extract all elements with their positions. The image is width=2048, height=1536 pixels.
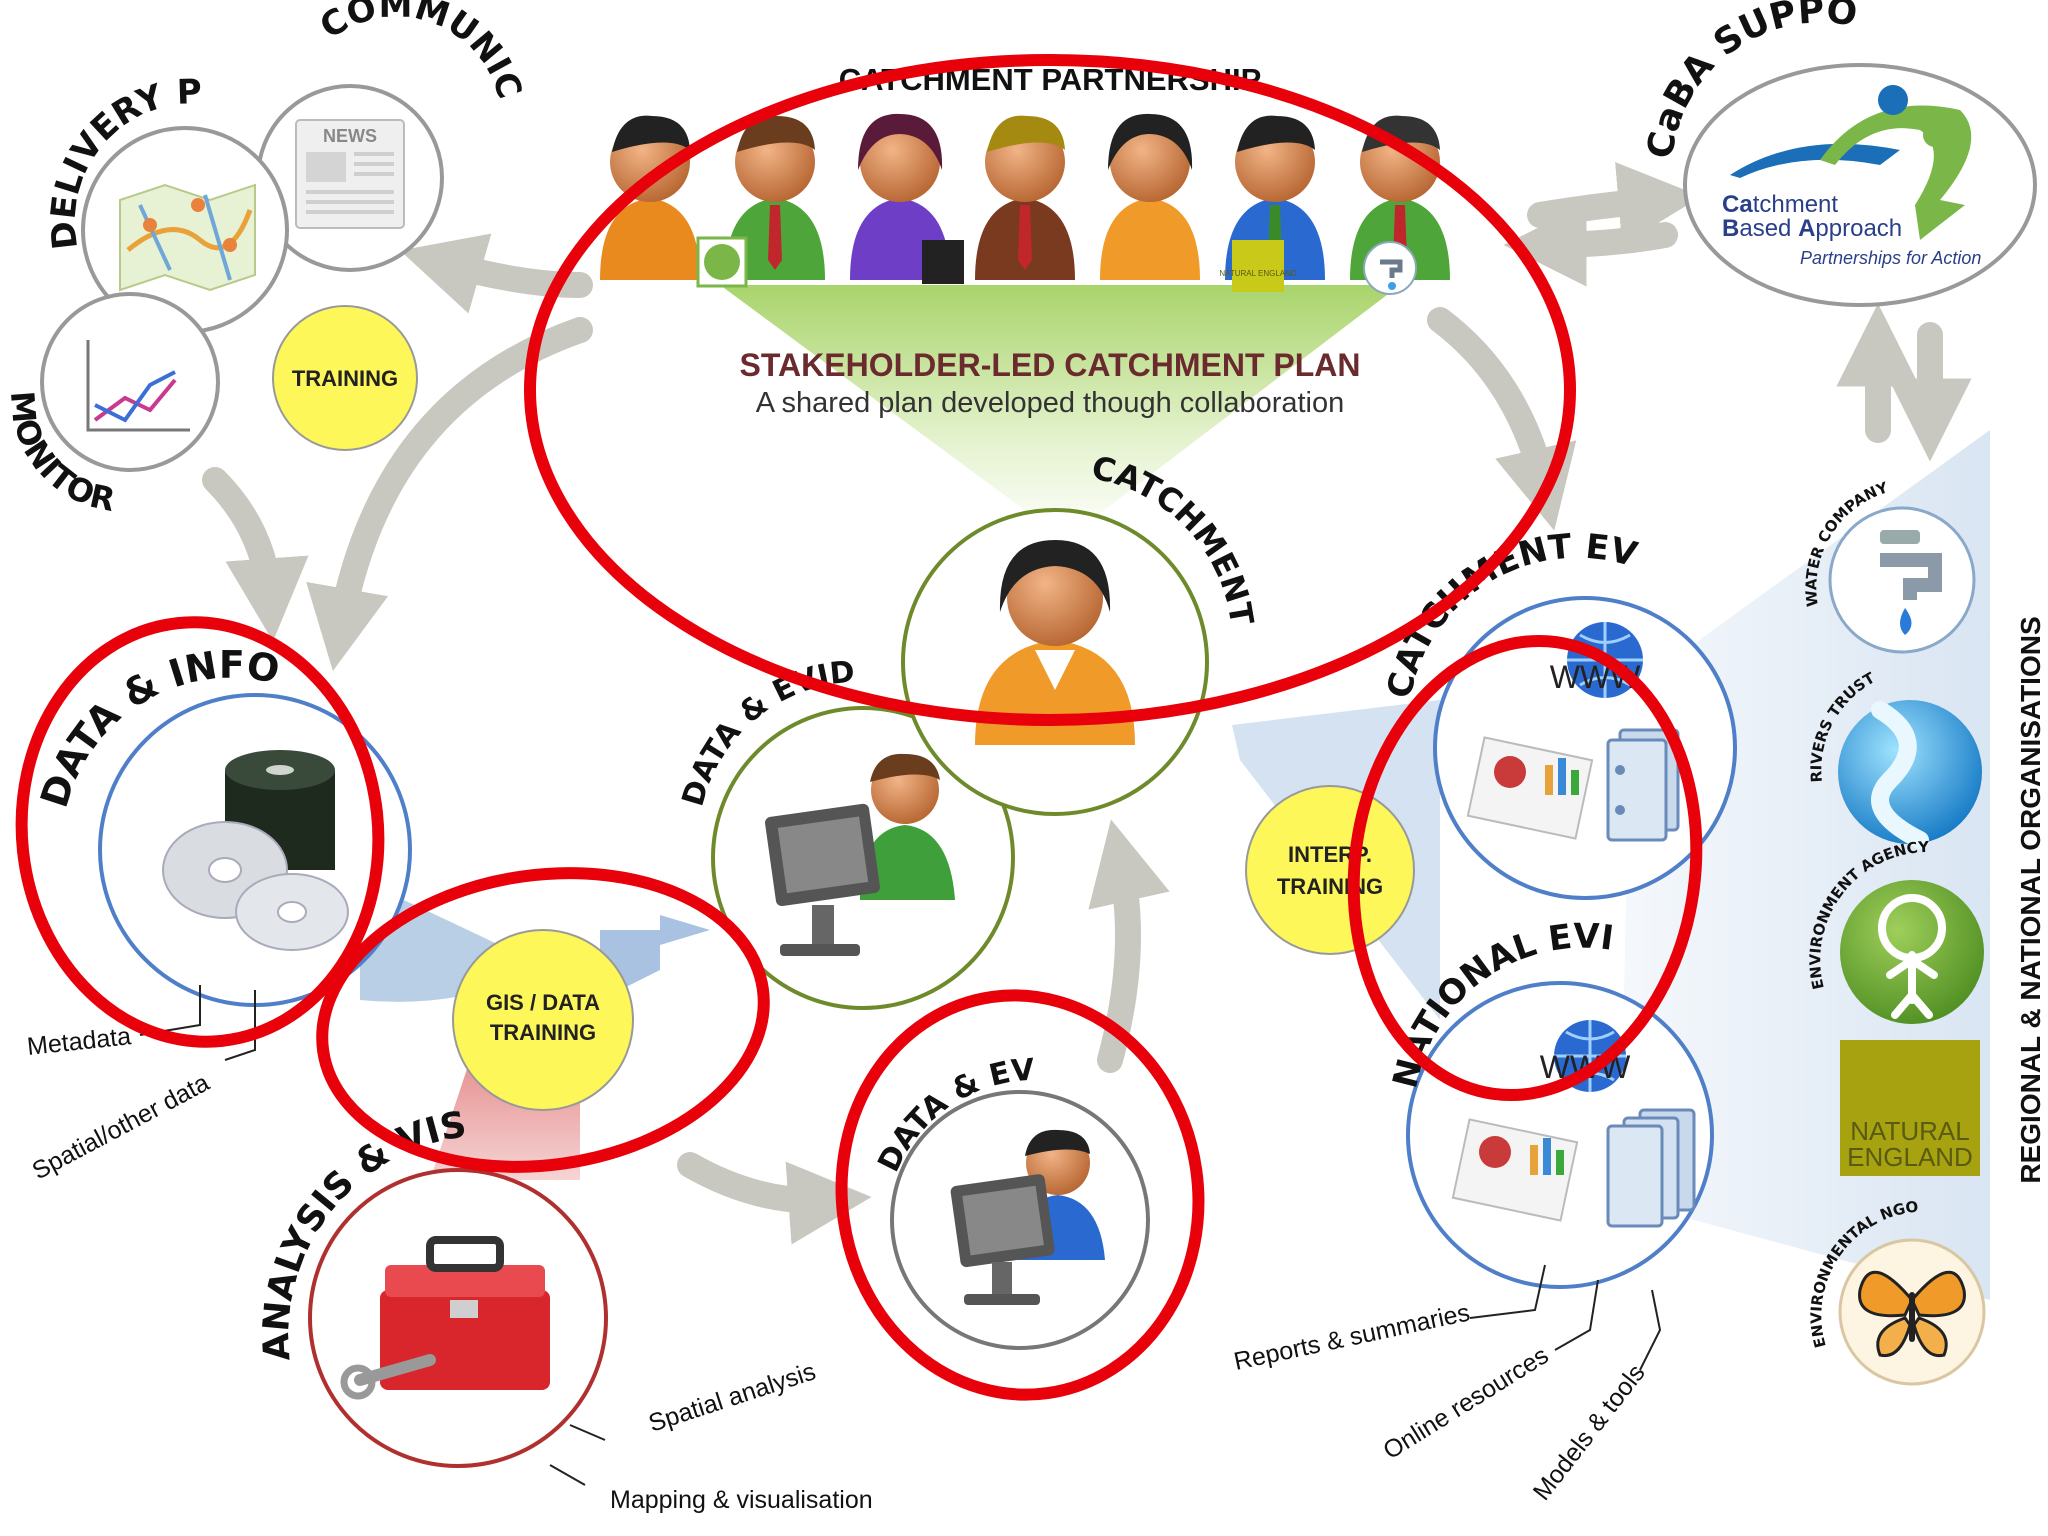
caba-logo-tagline: Partnerships for Action <box>1800 248 1981 268</box>
binder-icon <box>1606 728 1680 842</box>
data-evidence-node[interactable] <box>711 706 1015 1010</box>
caba-logo-icon <box>1730 85 1972 240</box>
highlight-evidence <box>1347 634 1703 1102</box>
caba-support-node[interactable]: Catchment Based Approach Partnerships fo… <box>1683 63 2037 307</box>
plan-subtitle: A shared plan developed though collabora… <box>756 387 1345 419</box>
highlight-data-info <box>15 616 385 1048</box>
plan-title: STAKEHOLDER-LED CATCHMENT PLAN <box>740 347 1361 383</box>
callout-spatial-other-data: Spatial/other data <box>28 1069 214 1186</box>
arrow-plan-to-caba <box>1527 162 1702 245</box>
interp-training-line2: TRAINING <box>1277 874 1383 899</box>
arrow-analysis-to-dataev <box>677 1152 872 1245</box>
callout-mapping: Mapping & visualisation <box>610 1486 873 1514</box>
callout-metadata: Metadata <box>26 1022 133 1061</box>
wildlife-trust-badge <box>922 240 964 284</box>
caba-logo-line2: Based Approach <box>1722 215 1902 242</box>
computer-user-icon <box>950 1129 1105 1305</box>
callout-online-resources: Online resources <box>1378 1341 1553 1465</box>
person-icon <box>975 115 1075 280</box>
monitor-node[interactable] <box>40 292 220 472</box>
natural-england-badge-text: NATURAL ENGLAND <box>1219 269 1297 278</box>
highlight-gis-training <box>316 867 770 1173</box>
disc-stack-icon <box>162 750 349 951</box>
callout-models-tools: Models & tools <box>1528 1359 1651 1505</box>
partner-people: NATURAL ENGLAND <box>600 113 1450 295</box>
water-tap-icon <box>1880 530 1942 635</box>
toolbox-icon <box>340 1236 550 1400</box>
national-evidence-node[interactable]: WWW <box>1406 981 1714 1289</box>
report-icon <box>1451 1118 1579 1222</box>
organisations-side-label: REGIONAL & NATIONAL ORGANISATIONS <box>2015 616 2046 1183</box>
plan-funnel <box>720 285 1400 540</box>
map-icon <box>119 183 256 292</box>
gis-training-line2: TRAINING <box>490 1020 596 1045</box>
gis-data-training-badge[interactable]: GIS / DATA TRAINING <box>452 929 634 1111</box>
computer-user-icon <box>765 753 955 956</box>
report-icon <box>1466 736 1594 840</box>
arrow-monitor-to-data <box>202 467 309 642</box>
arrow-caba-to-plan <box>1503 203 1678 287</box>
catchment-evidence-node[interactable]: WWW <box>1433 596 1737 900</box>
analysis-visualisation-node[interactable] <box>308 1168 608 1468</box>
environment-agency-org[interactable] <box>1840 880 1984 1024</box>
natural-england-line1: NATURAL <box>1850 1116 1969 1146</box>
band-gis-to-dataevide <box>600 915 710 1000</box>
environment-agency-badge <box>696 236 748 288</box>
gis-training-line1: GIS / DATA <box>486 990 600 1015</box>
butterfly-icon <box>1858 1270 1966 1358</box>
water-company-org[interactable] <box>1828 506 1976 654</box>
callout-reports: Reports & summaries <box>1231 1299 1472 1376</box>
data-evidence-local-node[interactable] <box>890 1090 1150 1350</box>
catchment-node[interactable] <box>901 508 1209 816</box>
person-icon <box>1100 113 1200 280</box>
environmental-ngos-org[interactable] <box>1838 1238 1986 1386</box>
person-icon <box>600 115 700 280</box>
natural-england-line2: ENGLAND <box>1847 1142 1973 1172</box>
delivery-node[interactable] <box>81 126 289 334</box>
interpretation-training-badge[interactable]: INTERP. TRAINING <box>1245 785 1415 955</box>
person-icon <box>725 115 825 280</box>
caba-logo-line1: Catchment <box>1722 191 1838 218</box>
line-chart-icon <box>86 340 190 432</box>
tree-person-icon <box>1878 894 1946 1019</box>
river-icon <box>1871 701 1929 849</box>
arrow-plan-to-catchev <box>1427 307 1577 531</box>
communication-node[interactable]: NEWS <box>256 84 444 272</box>
water-tap-badge <box>1363 241 1417 295</box>
training-badge[interactable]: TRAINING <box>272 305 418 451</box>
highlight-partnership <box>524 54 1576 726</box>
binder-stack-icon <box>1606 1108 1696 1228</box>
highlight-data-ev <box>835 989 1205 1401</box>
newspaper-icon: NEWS <box>295 119 405 229</box>
callout-spatial-analysis: Spatial analysis <box>645 1357 819 1437</box>
natural-england-org[interactable]: NATURAL ENGLAND <box>1840 1040 1980 1176</box>
natural-england-badge: NATURAL ENGLAND <box>1219 240 1297 292</box>
training-label: TRAINING <box>292 366 398 391</box>
data-information-node[interactable] <box>98 693 412 1007</box>
newspaper-masthead: NEWS <box>323 126 377 146</box>
arrow-plan-to-delivery <box>400 233 593 314</box>
highlight-annotations <box>15 54 1703 1401</box>
rivers-trust-org[interactable] <box>1838 700 1982 849</box>
